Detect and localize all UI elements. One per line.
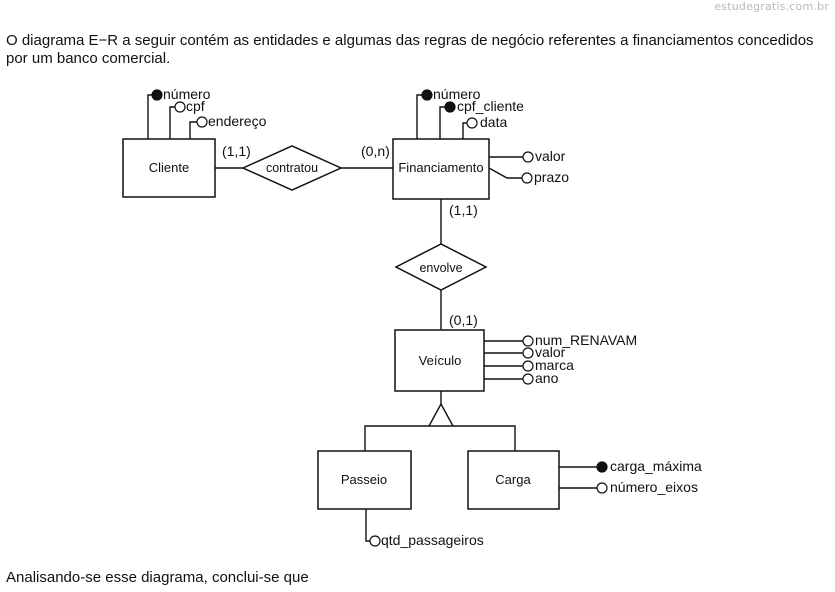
attr-marker-fin-prazo [521,172,533,184]
entity-passeio-label: Passeio [341,472,387,487]
cardinality-cliente-contratou: (1,1) [222,143,251,159]
attr-cliente-cpf: cpf [186,98,205,114]
relationship-contratou [241,145,343,191]
question-intro: O diagrama E−R a seguir contém as entida… [6,32,814,67]
attr-key-marker-fin-numero [421,89,433,101]
entity-financiamento [392,138,490,200]
attr-key-marker-carga-maxima [596,461,608,473]
attr-marker-veic-ano [522,373,534,385]
question-outro: Analisando-se esse diagrama, conclui-se … [6,569,309,586]
relationship-contratou-label: contratou [266,161,318,175]
relationship-envolve [394,243,488,291]
entity-financiamento-label: Financiamento [398,160,483,175]
attr-key-marker-cliente-numero [151,89,163,101]
entity-carga [467,450,560,510]
attr-veic-ano: ano [535,370,559,386]
line-specialization-bar [364,425,516,451]
relationship-envolve-label: envolve [419,261,462,275]
cardinality-financiamento-envolve: (1,1) [449,202,478,218]
attr-line-fin-numero [416,94,422,139]
attr-marker-fin-data [466,117,478,129]
attr-fin-cpf-cliente: cpf_cliente [457,98,524,114]
attr-cliente-numero: número [163,86,211,102]
attr-marker-veic-renavam [522,335,534,347]
attr-marker-veic-marca [522,360,534,372]
attr-cliente-endereco: endereço [208,113,267,129]
entity-carga-label: Carga [495,472,531,487]
entity-veiculo-label: Veículo [419,353,462,368]
entity-passeio [317,450,412,510]
attr-passeio-qtd-passageiros: qtd_passageiros [381,532,484,548]
attr-veic-marca: marca [535,357,574,373]
attr-fin-data: data [480,114,507,130]
entity-cliente-label: Cliente [149,160,189,175]
attr-fin-numero: número [433,86,481,102]
attr-marker-cliente-cpf [174,101,186,113]
attr-carga-maxima: carga_máxima [610,458,702,474]
attr-fin-valor: valor [535,148,566,164]
cardinality-financiamento-contratou: (0,n) [361,143,390,159]
attr-marker-veic-valor [522,347,534,359]
attr-marker-cliente-endereco [196,116,208,128]
site-watermark: estudegratis.com.br [714,0,829,13]
entity-veiculo [394,329,485,392]
attr-line-fin-prazo [488,167,522,179]
attr-line-fin-data [462,122,467,139]
attr-marker-carga-eixos [596,482,608,494]
entity-cliente [122,138,216,198]
attr-line-fin-cpf-cliente [439,106,445,139]
attr-veic-renavam: num_RENAVAM [535,332,637,348]
attr-fin-prazo: prazo [534,169,569,185]
attr-line-cliente-numero [147,94,154,139]
attr-marker-passeio-qtd [369,535,381,547]
cardinality-veiculo-envolve: (0,1) [449,312,478,328]
attr-carga-numero-eixos: número_eixos [610,479,698,495]
attr-veic-valor: valor [535,344,566,360]
attr-line-cliente-endereco [189,121,197,139]
attr-marker-fin-valor [522,151,534,163]
specialization-triangle [428,402,454,427]
attr-key-marker-fin-cpf-cliente [444,101,456,113]
attr-line-cliente-cpf [169,106,175,139]
attr-line-passeio-qtd [365,509,370,542]
